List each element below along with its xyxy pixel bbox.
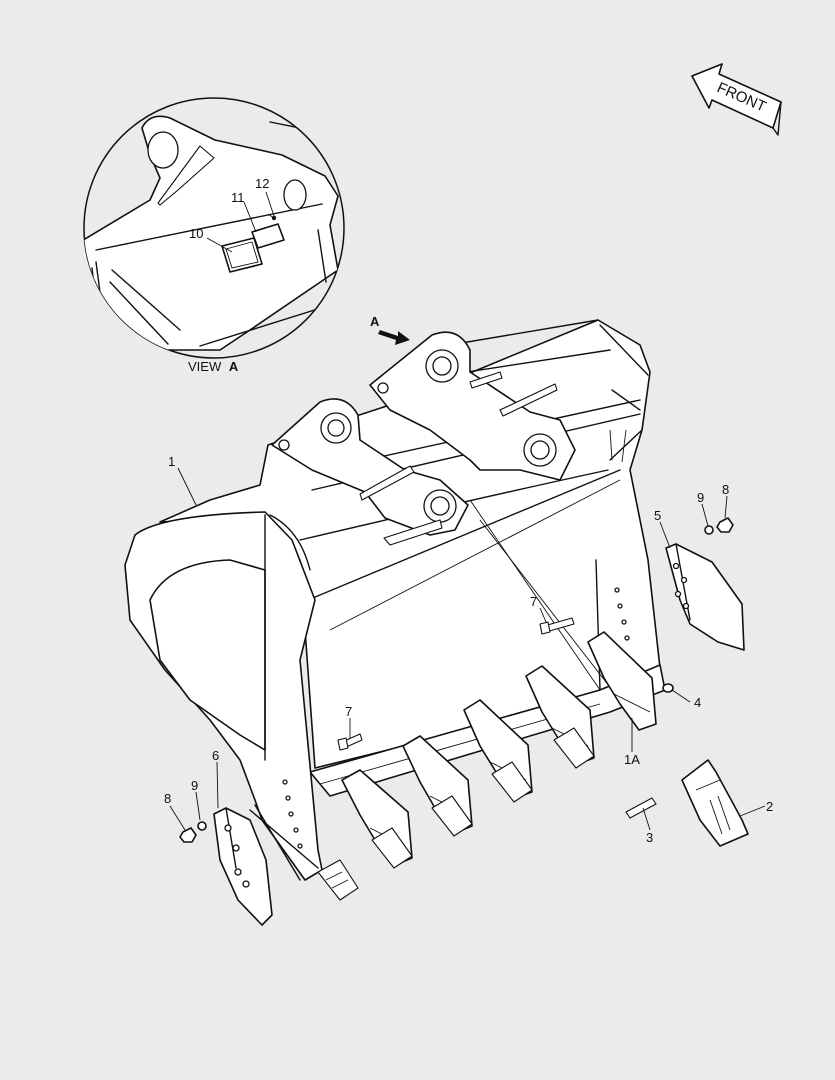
tooth-pin — [625, 797, 657, 819]
washer-4 — [662, 683, 674, 693]
view-a-caption-prefix: VIEW — [188, 359, 222, 374]
callout-8-right: 8 — [722, 482, 729, 497]
callout-5: 5 — [654, 508, 661, 523]
callout-2: 2 — [766, 799, 773, 814]
view-a-caption-letter: A — [229, 359, 239, 374]
callout-9-right: 9 — [697, 490, 704, 505]
nut-left — [179, 827, 197, 843]
front-arrow: FRONT — [691, 63, 782, 136]
washer-left — [197, 821, 207, 831]
callouts: 1 1A 2 3 4 5 6 7 7 8 8 9 9 — [164, 454, 773, 845]
view-a-caption: VIEW A — [188, 359, 239, 374]
bolt-upper — [539, 617, 575, 635]
callout-12: 12 — [255, 176, 269, 191]
callout-3: 3 — [646, 830, 653, 845]
callout-10: 10 — [189, 226, 203, 241]
view-a-detail: 10 11 12 VIEW A — [83, 97, 345, 374]
linkage-brackets — [271, 331, 576, 546]
callout-9-left: 9 — [191, 778, 198, 793]
callout-7-lower: 7 — [345, 704, 352, 719]
side-bolt-holes — [282, 587, 630, 849]
left-side-plate — [124, 511, 323, 881]
callout-4: 4 — [694, 695, 701, 710]
callout-8-left: 8 — [164, 791, 171, 806]
callout-6: 6 — [212, 748, 219, 763]
view-arrow-label: A — [370, 314, 380, 329]
side-cutter-right — [665, 543, 745, 651]
view-direction-arrow: A — [370, 314, 410, 345]
leader-lines — [169, 467, 766, 831]
tooth-point — [681, 759, 749, 847]
washer-right — [704, 525, 714, 535]
bolt-lower — [337, 733, 363, 751]
side-cutter-left — [213, 807, 273, 926]
callout-7-upper: 7 — [530, 594, 537, 609]
callout-11: 11 — [231, 190, 245, 205]
teeth-adapters — [317, 631, 657, 901]
adapter-5 — [553, 631, 657, 769]
callout-1a: 1A — [624, 752, 640, 767]
callout-1: 1 — [168, 454, 175, 469]
nut-right — [716, 517, 734, 533]
